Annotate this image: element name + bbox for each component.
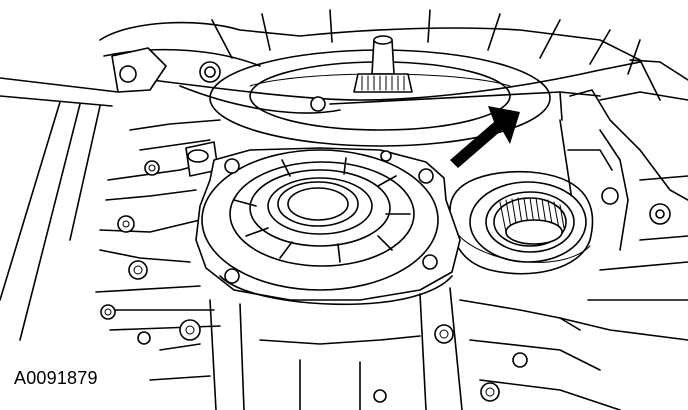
bearing-retainer-plate xyxy=(195,147,461,306)
left-frame-rails xyxy=(0,77,119,341)
input-shaft xyxy=(353,35,413,93)
upper-bell-housing xyxy=(99,9,661,147)
left-mid-housing xyxy=(95,119,221,345)
needle-bearing xyxy=(449,170,594,275)
right-housing xyxy=(559,59,688,341)
figure-id-label: A0091879 xyxy=(14,368,98,388)
pointer-arrow xyxy=(450,106,520,168)
lower-housing xyxy=(149,287,621,410)
